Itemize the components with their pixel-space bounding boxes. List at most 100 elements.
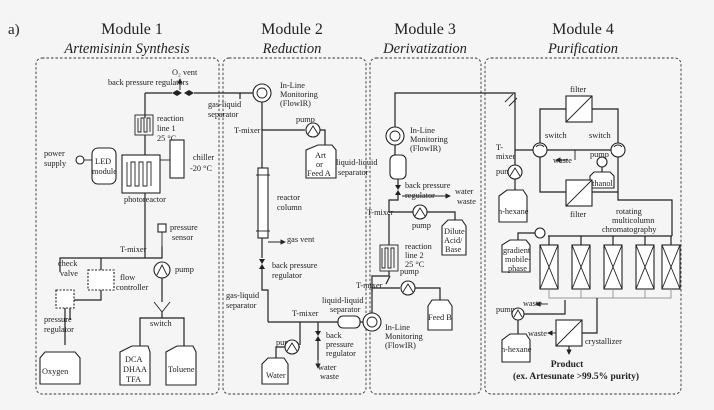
svg-text:Monitoring: Monitoring [410, 135, 448, 144]
pump-icon [507, 164, 523, 180]
svg-text:gas-liquid: gas-liquid [226, 291, 260, 300]
svg-text:regulator: regulator [405, 191, 435, 200]
svg-text:Monitoring: Monitoring [280, 90, 318, 99]
svg-text:waste: waste [320, 372, 339, 381]
svg-text:25 °C: 25 °C [157, 134, 177, 143]
svg-text:line 2: line 2 [405, 251, 424, 260]
inline-monitoring-icon [362, 312, 382, 332]
svg-text:line 1: line 1 [157, 124, 176, 133]
module-1-header: Module 1 Artemisinin Synthesis [63, 21, 190, 57]
feed-b-bottle [427, 299, 453, 331]
svg-text:multicolumn: multicolumn [612, 216, 655, 225]
svg-text:waste: waste [553, 156, 572, 165]
pressure-sensor-icon [157, 223, 167, 233]
svg-text:Water: Water [266, 371, 286, 380]
svg-text:separator: separator [208, 110, 239, 119]
module-3-box [369, 57, 482, 395]
module-title: Module 3 [394, 21, 456, 38]
svg-text:pump: pump [276, 338, 295, 347]
svg-text:phase: phase [508, 264, 527, 273]
svg-text:rotating: rotating [616, 207, 642, 216]
svg-text:waste: waste [528, 329, 547, 338]
svg-text:T-mixer: T-mixer [292, 309, 319, 318]
svg-text:Base: Base [445, 245, 461, 254]
svg-text:pump: pump [496, 167, 515, 176]
svg-text:water: water [455, 187, 474, 196]
svg-text:filter: filter [570, 210, 586, 219]
svg-text:pump: pump [496, 305, 515, 314]
svg-text:pump: pump [175, 265, 194, 274]
pump-icon [400, 280, 416, 296]
svg-text:back pressure: back pressure [272, 261, 318, 270]
svg-text:water: water [318, 363, 337, 372]
svg-text:T-mixer: T-mixer [356, 281, 383, 290]
gradient-mobile-phase-bottle [501, 239, 531, 273]
svg-text:waste: waste [523, 299, 542, 308]
module-subtitle: Reduction [262, 41, 322, 57]
back-pressure-regulator-icon [172, 90, 182, 96]
svg-text:pump: pump [590, 150, 609, 159]
svg-text:switch: switch [150, 319, 173, 328]
svg-text:waste: waste [457, 197, 476, 206]
module-title: Module 4 [552, 21, 614, 38]
module-4-box [484, 57, 682, 395]
svg-text:regulator: regulator [272, 271, 302, 280]
svg-text:Toluene: Toluene [168, 365, 195, 374]
pressure-sensor-label: pressure [170, 223, 198, 232]
svg-text:25 °C: 25 °C [405, 260, 425, 269]
pressure-regulator [55, 289, 75, 309]
module-4-header: Module 4 Purification [547, 21, 618, 57]
svg-text:n-hexane: n-hexane [501, 345, 532, 354]
inline-monitoring-icon [385, 126, 405, 146]
svg-text:DCA: DCA [125, 355, 143, 364]
back-pressure-regulators-label: back pressure regulators [108, 78, 189, 87]
svg-text:liquid-liquid: liquid-liquid [336, 158, 378, 167]
module-2-box [222, 57, 367, 395]
switch-icon [153, 301, 171, 313]
pump-icon [284, 339, 300, 355]
oxygen-bottle [39, 351, 81, 385]
n-hexane-bottle [501, 333, 531, 363]
svg-text:check: check [58, 259, 78, 268]
svg-text:pump: pump [412, 221, 431, 230]
pump-icon [534, 227, 546, 239]
svg-text:mobile-: mobile- [505, 255, 531, 264]
module-2-header: Module 2 Reduction [261, 21, 323, 57]
svg-text:Monitoring: Monitoring [385, 332, 423, 341]
chiller [169, 139, 185, 179]
product-label: Product [551, 360, 584, 370]
reactor-column [257, 167, 269, 239]
svg-text:(FlowIR): (FlowIR) [410, 144, 441, 153]
svg-text:LED: LED [95, 157, 111, 166]
reaction-line-1-label: reaction [157, 114, 185, 123]
svg-text:Art: Art [315, 151, 327, 160]
module-subtitle: Derivatization [382, 41, 467, 57]
led-module [91, 147, 117, 185]
power-supply-icon [75, 155, 85, 165]
svg-text:In-Line: In-Line [385, 323, 410, 332]
svg-text:n-hexane: n-hexane [498, 207, 529, 216]
svg-text:Acid/: Acid/ [444, 236, 463, 245]
svg-text:DHAA: DHAA [123, 365, 147, 374]
n-hexane-bottle [498, 189, 528, 223]
module-2: In-Line Monitoring (FlowIR) gas-liquid s… [208, 81, 361, 385]
svg-text:In-Line: In-Line [410, 126, 435, 135]
photoreactor [121, 154, 161, 194]
module-3-header: Module 3 Derivatization [382, 21, 467, 57]
svg-text:pressure: pressure [326, 340, 354, 349]
svg-text:flow: flow [120, 273, 135, 282]
svg-text:gradient: gradient [503, 246, 531, 255]
product-note: (ex. Artesunate >99.5% purity) [513, 371, 639, 382]
svg-text:In-Line: In-Line [280, 81, 305, 90]
svg-text:gas vent: gas vent [287, 235, 315, 244]
svg-text:Ethanol: Ethanol [587, 179, 614, 188]
back-pressure-regulator-icon [184, 90, 194, 96]
module-subtitle: Purification [547, 41, 618, 57]
svg-text:module: module [92, 167, 117, 176]
svg-text:gas-liquid: gas-liquid [208, 100, 242, 109]
svg-text:reaction: reaction [405, 242, 433, 251]
svg-text:separator: separator [330, 305, 361, 314]
svg-text:crystallizer: crystallizer [585, 337, 622, 346]
svg-text:pump: pump [296, 115, 315, 124]
ethanol-bottle [589, 171, 615, 189]
